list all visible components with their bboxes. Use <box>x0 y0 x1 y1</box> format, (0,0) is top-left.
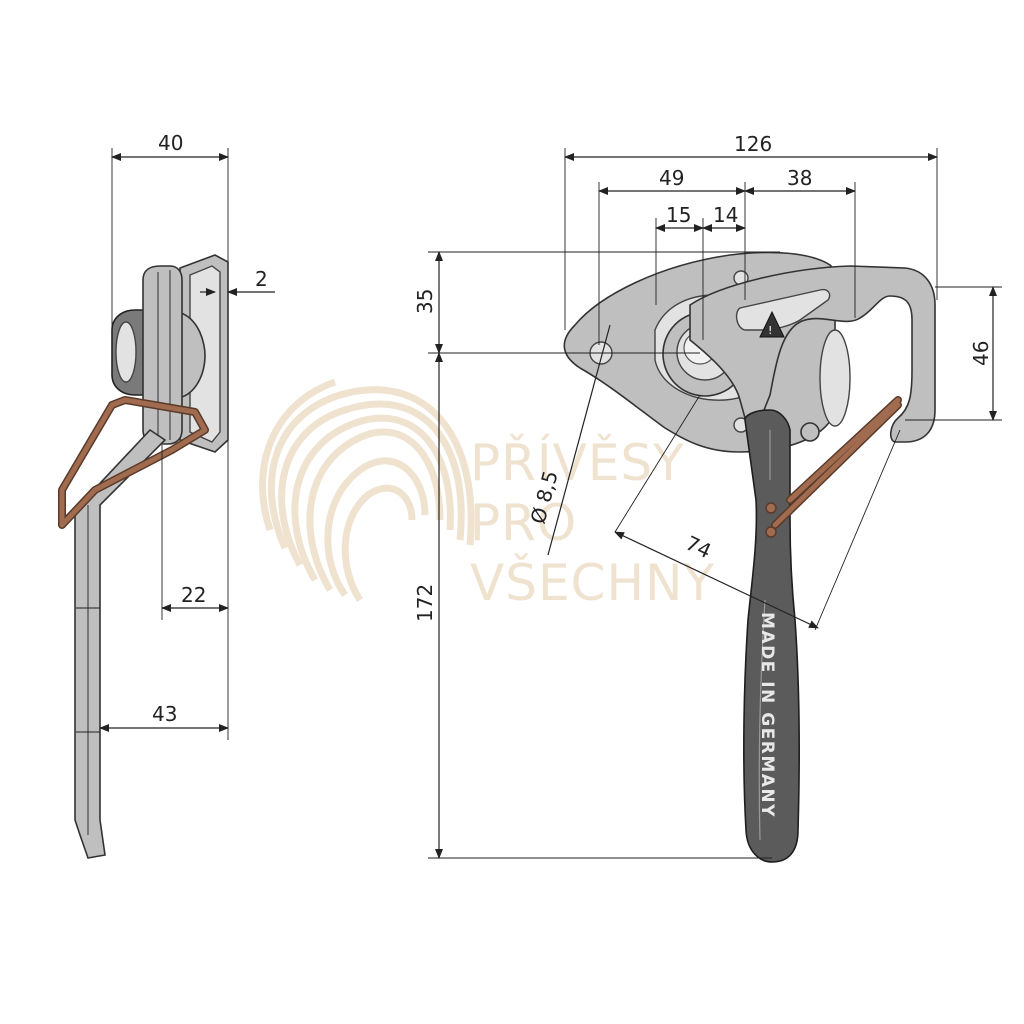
watermark: PŘÍVĚSY PRO VŠECHNY <box>259 378 714 612</box>
side-lever-body <box>142 265 183 445</box>
warning-triangle-mark: ! <box>768 324 772 337</box>
dim-74-ext-left <box>614 394 701 533</box>
watermark-line-1: PŘÍVĚSY <box>470 433 685 492</box>
dim-side-depth: 43 <box>152 702 177 726</box>
dim-74-line <box>614 531 819 629</box>
dim-side-thickness: 2 <box>255 267 268 291</box>
dim-side-width: 40 <box>158 131 183 155</box>
front-pivot-pin <box>800 422 820 442</box>
dim-inner-right: 14 <box>713 203 738 227</box>
dim-hook-offset: 38 <box>787 166 812 190</box>
side-wire <box>59 397 208 528</box>
front-rivet-bottom <box>765 526 777 538</box>
dim-total-width: 126 <box>734 132 772 156</box>
dim-inner-left: 15 <box>666 203 691 227</box>
dim-74-ext-right <box>814 429 901 631</box>
front-wire <box>772 397 901 528</box>
dim-top-height: 35 <box>413 289 437 314</box>
warning-triangle-icon <box>759 310 785 338</box>
front-ring-loop <box>819 329 851 427</box>
front-view: ! MADE IN GERMANY 126 49 38 15 14 <box>413 132 1002 863</box>
front-hook-slot <box>735 288 831 331</box>
dim-diameter-leader <box>547 324 611 556</box>
side-boss <box>177 310 206 399</box>
side-hub-face <box>115 321 137 383</box>
watermark-logo <box>259 378 475 602</box>
dim-hole-offset: 49 <box>659 166 684 190</box>
dim-total-height: 172 <box>413 584 437 622</box>
dim-hook-height: 46 <box>969 341 993 366</box>
made-in-germany-stamp: MADE IN GERMANY <box>757 612 777 818</box>
front-rivet-top <box>765 502 777 514</box>
side-view: 40 2 22 43 <box>58 131 275 859</box>
dim-side-offset: 22 <box>181 583 206 607</box>
front-handle-groove <box>758 430 771 841</box>
watermark-line-2: PRO <box>470 494 577 552</box>
